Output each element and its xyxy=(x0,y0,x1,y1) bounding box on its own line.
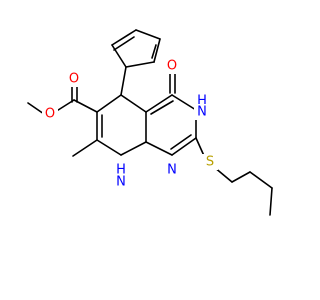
thioether-sulfur-label: S xyxy=(206,155,214,170)
ring-nh-hydrogen-label: H xyxy=(197,94,207,109)
ester-methoxy-oxygen-label: O xyxy=(45,107,55,122)
molecule-structure: S O O O H N H N N S xyxy=(27,29,273,216)
ring-nitrogen-label: N xyxy=(167,163,177,178)
ring-nh-nitrogen-label: N xyxy=(197,105,207,120)
ester-carbonyl-oxygen-label: O xyxy=(69,72,79,87)
ketone-oxygen-label: O xyxy=(167,59,177,74)
atom-labels: S O O O H N H N N S xyxy=(42,58,218,190)
lower-nh-hydrogen-label: H xyxy=(116,163,126,178)
bond-lines xyxy=(27,29,273,216)
lower-nh-nitrogen-label: N xyxy=(116,175,126,190)
